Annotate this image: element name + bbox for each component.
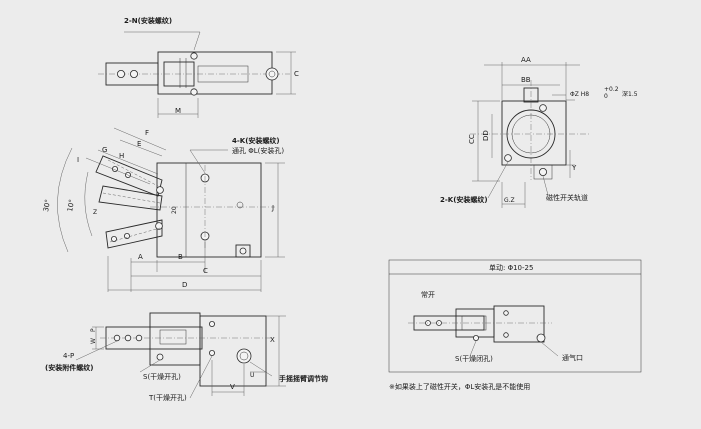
top-view-hole-1 [117, 70, 126, 79]
dim-y: Y [571, 164, 577, 172]
single-acting-s-label: S(干燥闭孔) [455, 354, 493, 363]
swing-port-hole [239, 247, 247, 255]
bottom-adjust-label: 手摇摇臂调节钩 [279, 374, 328, 383]
end-view-tolerance-upper: +0.2 [604, 86, 619, 93]
footnote: ※如果装上了磁性开关，ΦL安装孔是不能使用 [389, 382, 530, 391]
end-view-tolerance: ΦZ H8 [570, 91, 589, 98]
dim-i: I [77, 156, 79, 164]
top-view-screw-label: 2-N(安装螺纹) [124, 16, 172, 25]
dim-f: F [145, 129, 149, 137]
end-view: AA BB CC DD Y ΦZ H8 +0.2 0 深1.5 G.Z 2-K(… [440, 56, 638, 208]
single-acting-vent-label: 通气口 [562, 353, 583, 362]
top-view-pivot [265, 67, 279, 81]
bottom-t-label: T(干燥开孔) [148, 393, 187, 402]
swing-view: 30° 10° F E G H I 4-K(安装螺纹) 通孔 ΦL(安装孔) J… [42, 127, 285, 292]
swing-arc-10 [84, 171, 93, 237]
bottom-hole-3 [135, 334, 143, 342]
dim-c-swing: C [203, 267, 208, 275]
dim-w: W [90, 338, 97, 344]
swing-arms [95, 155, 164, 249]
dim-bb: BB [521, 76, 531, 84]
swing-through-hole-label: 通孔 ΦL(安装孔) [232, 146, 284, 155]
dim-gz: G.Z [504, 197, 515, 204]
top-view-body [157, 51, 273, 95]
dim-b: B [178, 253, 183, 261]
dim-e: E [137, 140, 141, 148]
end-view-screw-label: 2-K(安装螺纹) [440, 195, 488, 204]
top-view-mount-hole-1 [190, 52, 198, 60]
dim-dd: DD [482, 130, 490, 141]
end-view-sensor-label: 磁性开关轨道 [546, 193, 588, 202]
top-view: 2-N(安装螺纹) M C [98, 16, 299, 118]
dim-aa: AA [521, 56, 531, 64]
bottom-hole-2 [124, 334, 132, 342]
dim-c-top: C [294, 70, 299, 78]
bottom-pin-note: (安装附件螺纹) [45, 363, 93, 372]
top-view-hole-2 [129, 70, 138, 79]
angle-30: 30° [42, 199, 52, 213]
swing-arc-30 [57, 147, 73, 253]
dim-cc: CC [468, 134, 476, 144]
dim-d: D [182, 281, 187, 289]
single-acting-s-hole [472, 334, 479, 341]
dim-g: G [102, 146, 107, 154]
single-acting-frame [388, 259, 642, 373]
bottom-hole-4 [208, 320, 215, 327]
top-view-mount-hole-2 [190, 88, 198, 96]
angle-10: 10° [66, 199, 76, 213]
bottom-view: W P 4-P (安装附件螺纹) S(干燥开孔) T(干燥开孔) 手摇摇臂调节钩… [45, 312, 328, 402]
dim-20: 20 [171, 206, 178, 214]
dim-h: H [119, 152, 124, 160]
end-view-sensor-hole [539, 167, 548, 176]
bottom-s-hole [156, 353, 164, 361]
end-view-depth: 深1.5 [622, 90, 638, 98]
single-acting-normally-open: 常开 [421, 290, 435, 299]
bottom-view-rod [105, 326, 203, 350]
dim-a: A [138, 253, 143, 261]
swing-screw-label: 4-K(安装螺纹) [232, 136, 280, 145]
dim-x: X [270, 336, 275, 344]
single-acting-title: 单动: Φ10-25 [489, 263, 533, 272]
bottom-view-body [199, 315, 267, 387]
dim-j: J [271, 204, 274, 212]
bottom-pin-label: 4-P [63, 352, 74, 360]
bottom-adjust-screw [236, 348, 252, 364]
single-acting-box: 单动: Φ10-25 常开 S(干燥闭孔) 通气口 [388, 259, 642, 373]
dim-m: M [175, 107, 181, 115]
single-acting-body [493, 305, 545, 343]
swing-port [235, 244, 251, 258]
bottom-hole-5 [208, 349, 215, 356]
dim-p: P [90, 328, 97, 332]
bottom-hole-1 [113, 334, 121, 342]
dim-u: U [250, 372, 254, 379]
end-view-hole-top [539, 104, 547, 112]
bottom-s-label: S(干燥开孔) [143, 372, 181, 381]
end-view-tolerance-lower: 0 [604, 93, 608, 100]
dim-z: Z [93, 209, 97, 216]
end-view-hole-left [504, 154, 512, 162]
dim-v-bottom: V [230, 383, 235, 391]
single-acting-vent [536, 333, 546, 343]
